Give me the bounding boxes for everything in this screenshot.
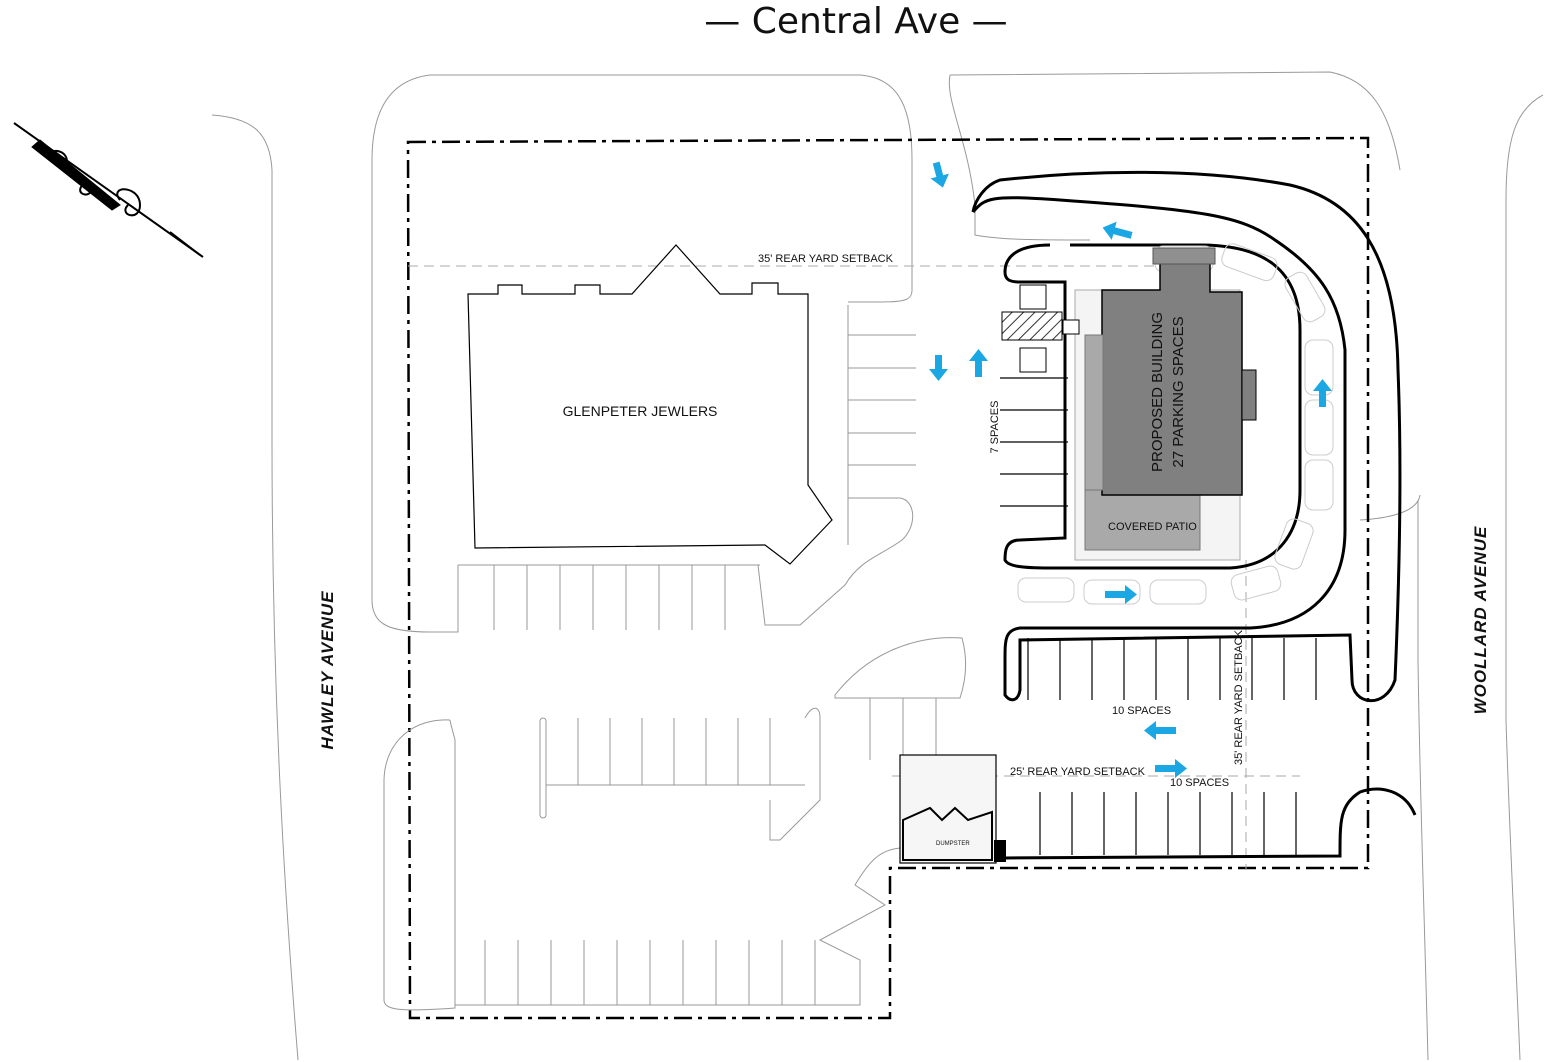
page-title: — Central Ave — bbox=[704, 1, 1008, 42]
parking-stalls-10-spaces-middle bbox=[1027, 638, 1317, 700]
proposed-building-label-2: 27 PARKING SPACES bbox=[1170, 316, 1187, 467]
south-lot-parking bbox=[383, 637, 967, 1011]
covered-patio bbox=[1084, 489, 1201, 551]
dumpster-label: DUMPSTER bbox=[936, 841, 970, 847]
arrow-left-icon bbox=[1102, 221, 1133, 240]
hawley-avenue-label: HAWLEY AVENUE bbox=[318, 590, 337, 749]
parking-stalls-10-spaces-bottom bbox=[1004, 787, 1417, 860]
setback-label-bottom: 25' REAR YARD SETBACK bbox=[1010, 766, 1146, 778]
arrow-left-icon bbox=[1144, 721, 1176, 740]
woollard-avenue-edges bbox=[1417, 94, 1544, 1061]
drive-thru-island bbox=[971, 170, 1402, 703]
traffic-flow-arrows bbox=[929, 161, 1332, 778]
arrow-down-icon bbox=[929, 355, 948, 381]
setback-label-right: 35' REAR YARD SETBACK bbox=[1233, 629, 1245, 765]
parking-stalls-south-existing bbox=[458, 564, 760, 630]
arrow-down-icon bbox=[930, 161, 949, 188]
arrow-right-icon bbox=[1105, 585, 1137, 604]
arrow-right-icon bbox=[1155, 759, 1187, 778]
parking-stalls-east-existing bbox=[757, 305, 916, 626]
proposed-building-label-1: PROPOSED BUILDING bbox=[1149, 312, 1166, 472]
proposed-site-pad bbox=[1074, 247, 1257, 561]
covered-patio-label: COVERED PATIO bbox=[1108, 521, 1197, 533]
arrow-up-icon bbox=[969, 349, 988, 377]
existing-building bbox=[467, 244, 833, 565]
proposed-building bbox=[1101, 261, 1243, 496]
menu-boards bbox=[1001, 284, 1080, 373]
parking-stalls-7-spaces bbox=[1000, 377, 1068, 507]
parking-label-7-spaces: 7 SPACES bbox=[989, 401, 1001, 454]
dumpster-enclosure bbox=[899, 754, 1006, 864]
property-line bbox=[406, 136, 1370, 1020]
drive-thru-cars bbox=[1017, 243, 1334, 605]
central-ave-curbs bbox=[371, 71, 1421, 633]
setback-label-top: 35' REAR YARD SETBACK bbox=[758, 253, 894, 265]
parking-label-10-spaces-middle: 10 SPACES bbox=[1112, 705, 1171, 717]
hawley-avenue-edges bbox=[211, 114, 299, 1061]
existing-building-label: GLENPETER JEWLERS bbox=[563, 403, 718, 419]
north-arrow-icon bbox=[13, 122, 204, 258]
parking-label-10-spaces-bottom: 10 SPACES bbox=[1170, 777, 1229, 789]
woollard-avenue-label: WOOLLARD AVENUE bbox=[1471, 526, 1490, 715]
arrow-up-icon bbox=[1313, 379, 1332, 407]
